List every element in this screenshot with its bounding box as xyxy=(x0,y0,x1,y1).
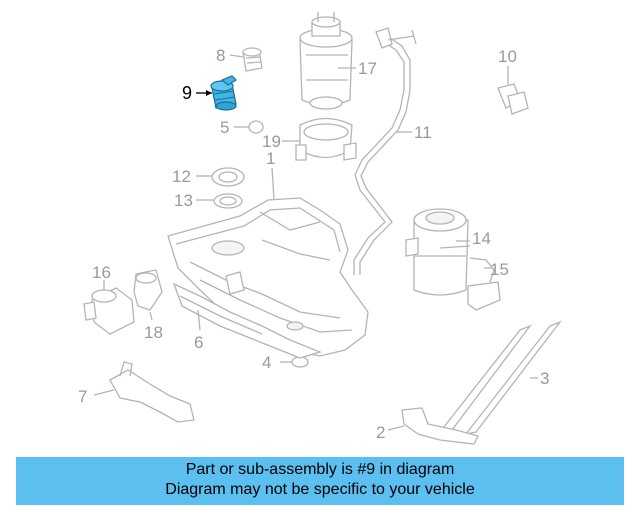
callout-13: 13 xyxy=(174,191,193,210)
part-19-bracket: 19 xyxy=(262,117,357,161)
part-5: 5 xyxy=(220,118,264,137)
callout-16: 16 xyxy=(92,263,111,282)
part-11-fuel-line: 11 xyxy=(353,27,432,275)
callout-15: 15 xyxy=(490,260,509,279)
part-10-connector: 10 xyxy=(497,47,529,115)
callout-7: 7 xyxy=(78,387,87,406)
callout-17: 17 xyxy=(358,59,377,78)
caption-bar: Part or sub-assembly is #9 in diagram Di… xyxy=(16,457,624,505)
caption-line-1: Part or sub-assembly is #9 in diagram xyxy=(185,461,455,478)
callout-6: 6 xyxy=(194,333,203,352)
part-3-straps: 3 xyxy=(438,320,562,435)
callout-1: 1 xyxy=(266,149,275,168)
callout-3: 3 xyxy=(540,369,549,388)
parts-diagram: 8 9 5 17 19 xyxy=(78,12,562,445)
part-18-clamp: 18 xyxy=(133,269,163,342)
part-16: 16 xyxy=(83,263,135,335)
callout-14: 14 xyxy=(472,229,491,248)
part-15-sensor: 15 xyxy=(467,257,509,311)
part-9-highlighted[interactable]: 9 xyxy=(182,75,237,111)
callout-9: 9 xyxy=(182,83,192,103)
part-1-fuel-tank: 1 xyxy=(167,149,369,357)
part-17-filter: 17 xyxy=(299,12,377,110)
callout-4: 4 xyxy=(262,353,271,372)
callout-12: 12 xyxy=(172,167,191,186)
part-13-seal: 13 xyxy=(174,191,243,210)
callout-2: 2 xyxy=(376,423,385,442)
part-6-shield: 6 xyxy=(172,282,322,359)
callout-10: 10 xyxy=(498,47,517,66)
callout-19: 19 xyxy=(262,132,281,151)
callout-18: 18 xyxy=(144,323,163,342)
part-14-pump-module: 14 xyxy=(405,208,491,296)
callout-8: 8 xyxy=(216,46,225,65)
callout-5: 5 xyxy=(220,118,229,137)
caption-line-2: Diagram may not be specific to your vehi… xyxy=(165,481,475,498)
callout-11: 11 xyxy=(414,123,432,142)
part-12-seal: 12 xyxy=(172,167,245,187)
part-8: 8 xyxy=(216,46,263,72)
part-7-bracket: 7 xyxy=(78,361,195,423)
part-2-strap-bracket: 2 xyxy=(376,407,479,445)
